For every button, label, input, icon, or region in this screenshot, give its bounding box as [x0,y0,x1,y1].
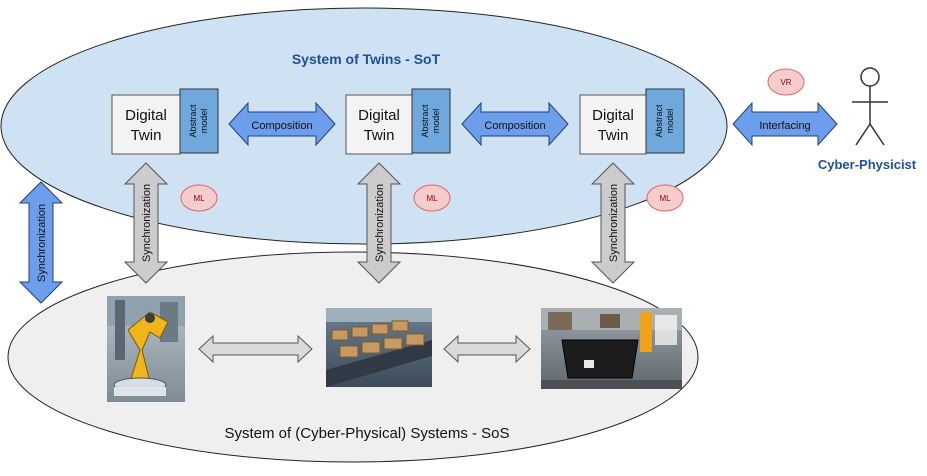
composition-arrow-2: Composition [461,101,569,147]
sync-arrow-1: Synchronization [123,162,169,284]
ml-badge-2-label: ML [426,194,438,203]
abstract-model-2[interactable] [411,88,451,154]
sync-arrow-outer-label: Synchronization [36,204,48,282]
abstract-model-2-line2: model [431,109,441,134]
sync-arrow-2: Synchronization [356,162,402,284]
sync-arrow-outer: Synchronization [18,181,64,304]
sos-title: System of (Cyber-Physical) Systems - SoS [224,425,509,442]
ml-badge-3-label: ML [659,194,671,203]
sync-arrow-2-label: Synchronization [374,184,386,262]
digital-twin-1-line1: Digital [125,107,167,124]
digital-twin-3[interactable]: Digital Twin Abstract model [579,88,685,155]
composition-arrow-2-label: Composition [484,120,545,132]
industrial-robot-photo [107,296,185,402]
sos-link-arrow-2 [443,334,531,364]
cyber-physicist-icon [852,67,888,146]
ml-badge-2: ML [413,184,451,212]
digital-twin-3-line2: Twin [598,127,629,144]
digital-twin-1[interactable]: Digital Twin Abstract model [111,88,219,155]
abstract-model-1-line2: model [199,109,209,134]
abstract-model-3[interactable] [645,88,685,154]
abstract-model-1[interactable] [179,88,219,154]
digital-twin-1-line2: Twin [131,127,162,144]
sos-link-arrow-1 [198,334,313,364]
warehouse-bin-photo [541,308,682,389]
interfacing-arrow: Interfacing [732,101,838,147]
conveyor-boxes-photo [326,308,432,387]
ml-badge-3: ML [646,184,684,212]
digital-twin-3-line1: Digital [592,107,634,124]
abstract-model-3-line1: Abstract [654,104,664,138]
digital-twin-2-line1: Digital [358,107,400,124]
vr-badge: VR [767,68,805,96]
cyber-physicist-label: Cyber-Physicist [818,157,917,172]
sync-arrow-1-label: Synchronization [141,184,153,262]
composition-arrow-1-label: Composition [251,120,312,132]
sot-title: System of Twins - SoT [292,51,441,67]
abstract-model-1-line1: Abstract [188,104,198,138]
ml-badge-1-label: ML [193,194,205,203]
interfacing-arrow-label: Interfacing [759,120,810,132]
composition-arrow-1: Composition [228,101,336,147]
abstract-model-2-line1: Abstract [420,104,430,138]
abstract-model-3-line2: model [665,109,675,134]
sync-arrow-3-label: Synchronization [608,184,620,262]
digital-twin-2[interactable]: Digital Twin Abstract model [345,88,451,155]
sync-arrow-3: Synchronization [590,162,636,284]
ml-badge-1: ML [180,184,218,212]
vr-badge-label: VR [780,78,791,87]
digital-twin-2-line2: Twin [364,127,395,144]
